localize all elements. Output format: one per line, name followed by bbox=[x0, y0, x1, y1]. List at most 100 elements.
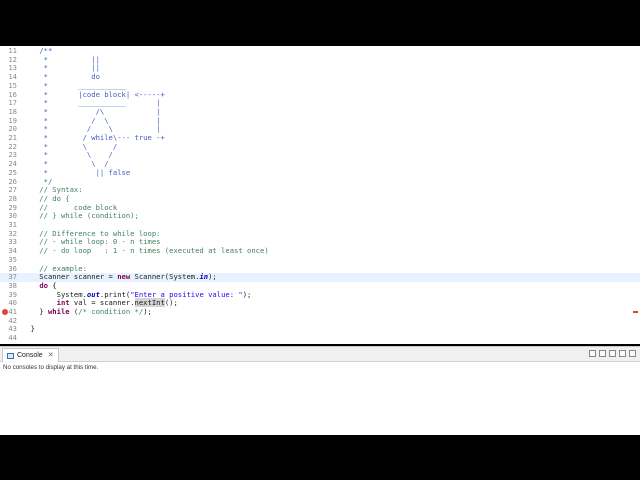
code-token: // example: bbox=[22, 263, 87, 273]
code-line[interactable]: 23 * \ / bbox=[0, 151, 640, 160]
tab-console[interactable]: Console ✕ bbox=[2, 348, 59, 362]
code-line[interactable]: 14 * do bbox=[0, 72, 640, 82]
line-number: 26 bbox=[8, 176, 17, 186]
code-text[interactable]: System.out.print("Enter a positive value… bbox=[22, 289, 252, 300]
code-text[interactable]: * /\ | bbox=[22, 107, 161, 117]
code-token bbox=[22, 46, 39, 55]
code-token: ); bbox=[143, 307, 152, 316]
code-text[interactable]: */ bbox=[22, 177, 53, 187]
code-line[interactable]: 21 * / while\--- true -+ bbox=[0, 133, 640, 143]
console-empty-message: No consoles to display at this time. bbox=[3, 364, 99, 371]
code-text[interactable]: do { bbox=[22, 281, 56, 291]
code-text[interactable]: // code block bbox=[22, 203, 117, 213]
code-text[interactable]: // do { bbox=[22, 193, 70, 204]
code-line[interactable]: 24 * \ / bbox=[0, 159, 640, 169]
code-text[interactable]: * / \ | bbox=[22, 116, 161, 126]
code-text[interactable]: * / \ | bbox=[22, 124, 161, 134]
code-line[interactable]: 41 } while (/* condition */); bbox=[0, 307, 640, 317]
code-text[interactable]: // - while loop: 0 - n times bbox=[22, 238, 160, 247]
code-line[interactable]: 32 // Difference to while loop: bbox=[0, 228, 640, 239]
code-line[interactable]: 31 bbox=[0, 220, 640, 230]
close-icon[interactable]: ✕ bbox=[47, 351, 54, 359]
code-text[interactable]: * \ / bbox=[22, 142, 118, 152]
code-token: // - while loop: 0 - n times bbox=[22, 237, 161, 247]
code-text[interactable]: // } while (condition); bbox=[22, 211, 139, 221]
code-text[interactable]: } bbox=[22, 325, 35, 334]
code-line[interactable]: 20 * / \ | bbox=[0, 124, 640, 134]
code-token: "Enter a positive value: " bbox=[130, 289, 243, 299]
code-line[interactable]: 40 int val = scanner.nextInt(); bbox=[0, 298, 640, 308]
code-line[interactable]: 36 // example: bbox=[0, 263, 640, 274]
line-number: 24 bbox=[8, 159, 17, 169]
maximize-icon[interactable] bbox=[629, 350, 636, 357]
error-marker-icon[interactable] bbox=[2, 309, 8, 316]
code-line[interactable]: 16 * |code block| <-----+ bbox=[0, 90, 640, 100]
new-console-icon[interactable] bbox=[589, 350, 596, 357]
overview-ruler-error-mark[interactable] bbox=[633, 311, 638, 313]
code-line[interactable]: 15 * ___________ bbox=[0, 81, 640, 91]
code-token: /** bbox=[39, 46, 53, 55]
code-token: int bbox=[56, 298, 70, 308]
code-token: * || bbox=[22, 54, 100, 64]
code-line[interactable]: 18 * /\ | bbox=[0, 106, 640, 117]
code-text[interactable]: * ___________ bbox=[22, 81, 126, 91]
code-token bbox=[22, 281, 39, 290]
code-line[interactable]: 43 } bbox=[0, 325, 640, 334]
code-line[interactable]: 11 /** bbox=[0, 46, 640, 56]
code-text[interactable]: * \ / bbox=[22, 151, 113, 160]
code-text[interactable]: // - do loop : 1 - n times (executed at … bbox=[22, 246, 268, 256]
code-text[interactable]: * || bbox=[22, 64, 100, 73]
code-token: * ___________ | bbox=[22, 98, 161, 108]
line-number: 31 bbox=[8, 220, 17, 229]
code-text[interactable]: // Syntax: bbox=[22, 185, 83, 195]
line-number: 32 bbox=[8, 228, 17, 238]
code-line[interactable]: 37 Scanner scanner = new Scanner(System.… bbox=[0, 272, 640, 282]
line-number: 41 bbox=[8, 307, 17, 316]
code-line[interactable]: 13 * || bbox=[0, 64, 640, 73]
line-number-gutter bbox=[0, 46, 22, 344]
code-line[interactable]: 27 // Syntax: bbox=[0, 185, 640, 195]
minimize-icon[interactable] bbox=[619, 350, 626, 357]
display-selected-console-icon[interactable] bbox=[599, 350, 606, 357]
line-number: 34 bbox=[8, 246, 17, 256]
code-text[interactable]: // example: bbox=[22, 263, 87, 274]
code-text[interactable]: } while (/* condition */); bbox=[22, 307, 152, 317]
code-text[interactable]: * do bbox=[22, 72, 100, 82]
code-line[interactable]: 39 System.out.print("Enter a positive va… bbox=[0, 289, 640, 300]
line-number: 18 bbox=[8, 106, 17, 116]
code-line[interactable]: 33 // - while loop: 0 - n times bbox=[0, 238, 640, 247]
code-line[interactable]: 22 * \ / bbox=[0, 142, 640, 152]
code-text[interactable]: * \ / bbox=[22, 159, 109, 169]
line-number: 14 bbox=[8, 72, 17, 82]
code-text[interactable]: int val = scanner.nextInt(); bbox=[22, 298, 178, 308]
code-line[interactable]: 28 // do { bbox=[0, 193, 640, 204]
code-token: // Syntax: bbox=[22, 185, 83, 195]
pin-console-icon[interactable] bbox=[609, 350, 616, 357]
code-text[interactable]: * || bbox=[22, 54, 100, 65]
code-line[interactable]: 38 do { bbox=[0, 280, 640, 291]
code-token: // do { bbox=[22, 193, 70, 203]
code-text[interactable]: // Difference to while loop: bbox=[22, 229, 160, 239]
code-line[interactable]: 44 bbox=[0, 333, 640, 343]
code-line[interactable]: 26 */ bbox=[0, 176, 640, 187]
code-text[interactable]: * |code block| <-----+ bbox=[22, 90, 165, 100]
code-line[interactable]: 19 * / \ | bbox=[0, 116, 640, 126]
code-line[interactable]: 34 // - do loop : 1 - n times (executed … bbox=[0, 246, 640, 256]
line-number: 40 bbox=[8, 298, 17, 308]
console-tabbar: Console ✕ bbox=[0, 347, 640, 362]
code-text[interactable]: * || false bbox=[22, 168, 131, 178]
code-line[interactable]: 29 // code block bbox=[0, 203, 640, 213]
code-line[interactable]: 17 * ___________ | bbox=[0, 98, 640, 108]
code-token: out bbox=[86, 289, 100, 299]
line-number: 38 bbox=[8, 280, 17, 290]
code-text[interactable]: * / while\--- true -+ bbox=[22, 133, 165, 143]
code-line[interactable]: 30 // } while (condition); bbox=[0, 211, 640, 221]
code-text[interactable]: * ___________ | bbox=[22, 98, 161, 108]
code-line[interactable]: 42 bbox=[0, 316, 640, 326]
code-text[interactable]: Scanner scanner = new Scanner(System.in)… bbox=[22, 272, 216, 282]
code-line[interactable]: 35 bbox=[0, 255, 640, 265]
code-text[interactable]: /** bbox=[22, 46, 53, 56]
code-line[interactable]: 25 * || false bbox=[0, 168, 640, 178]
code-line[interactable]: 12 * || bbox=[0, 54, 640, 65]
